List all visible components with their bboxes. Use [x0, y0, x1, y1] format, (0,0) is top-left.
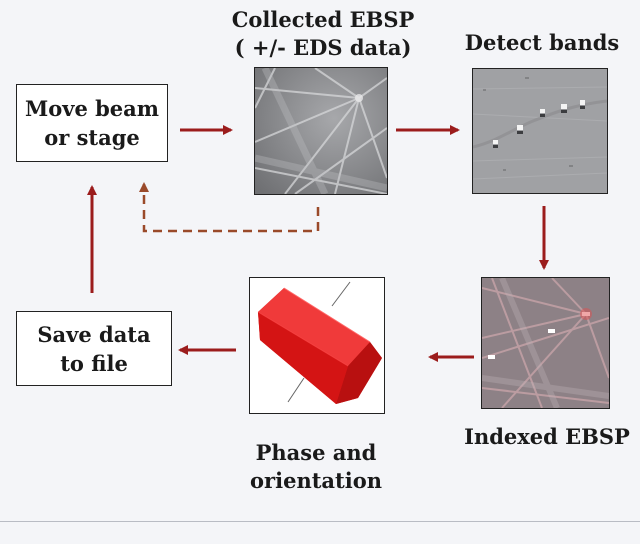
phase-orientation-label-line1: Phase and — [255, 440, 377, 465]
footer-divider — [0, 521, 640, 522]
phase-orientation-label: Phase and orientation — [236, 439, 396, 495]
indexed-ebsp-label: Indexed EBSP — [464, 424, 630, 449]
dashed-feedback-arrow — [139, 182, 320, 233]
indexed-pattern-image — [482, 278, 609, 408]
hough-transform-image — [473, 69, 607, 193]
collected-ebsp-label-line2: ( +/- EDS data) — [234, 35, 412, 60]
collected-ebsp-label: Collected EBSP ( +/- EDS data) — [218, 6, 428, 62]
phase-orientation-label-line2: orientation — [250, 468, 382, 493]
move-beam-line2: or stage — [44, 125, 140, 150]
save-data-line1: Save data — [37, 321, 151, 347]
detect-bands-image — [472, 68, 608, 194]
move-beam-box: Move beam or stage — [16, 84, 168, 162]
move-beam-line1: Move beam — [25, 96, 159, 121]
phase-orientation-image — [249, 277, 385, 414]
detect-bands-label: Detect bands — [464, 30, 620, 55]
indexed-ebsp-image — [481, 277, 610, 409]
save-data-box: Save data to file — [16, 311, 172, 386]
collected-ebsp-pattern — [254, 67, 388, 195]
crystal-model — [257, 281, 382, 404]
save-data-line2: to file — [60, 350, 128, 376]
ebsp-pattern-image — [255, 68, 387, 194]
collected-ebsp-label-line1: Collected EBSP — [231, 7, 415, 32]
